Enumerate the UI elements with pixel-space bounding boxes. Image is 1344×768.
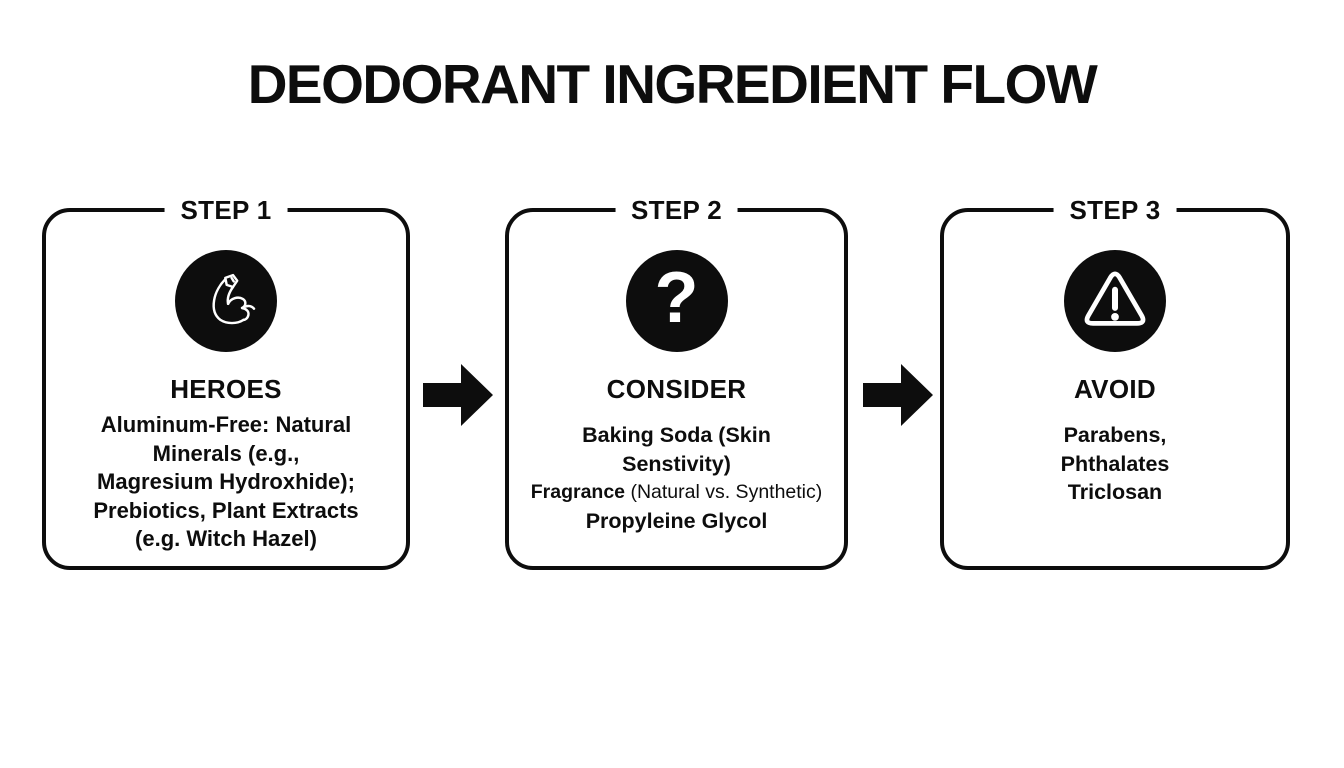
flow-arrow-icon <box>863 364 933 426</box>
body-line: Minerals (e.g., <box>152 440 300 466</box>
body-line: Parabens, <box>1063 423 1167 447</box>
flexed-bicep-icon <box>175 250 277 352</box>
fragrance-bold-text: Fragrance <box>530 481 626 503</box>
body-line: Phthalates <box>1060 451 1170 476</box>
body-line: Propyleine Glycol <box>585 508 768 533</box>
diagram-title: DEODORANT INGREDIENT FLOW <box>247 53 1098 115</box>
body-line: Baking Soda (Skin <box>582 423 771 447</box>
step-2-heading: CONSIDER <box>606 374 747 404</box>
step-card-consider: STEP 2 ? CONSIDER Baking Soda (Skin Sens… <box>505 193 848 570</box>
fragrance-regular-text: (Natural vs. Synthetic) <box>625 481 823 503</box>
question-glyph: ? <box>654 258 699 338</box>
step-1-label: STEP 1 <box>164 193 288 227</box>
question-mark-icon: ? <box>625 250 728 352</box>
step-3-body: Parabens, Phthalates Triclosan <box>1061 421 1170 507</box>
step-card-avoid: STEP 3 AVOID Parabens, Phthalates Triclo… <box>940 193 1290 570</box>
step-3-label: STEP 3 <box>1053 193 1177 227</box>
body-line: (e.g. Witch Hazel) <box>135 526 317 551</box>
body-line-mixed: Fragrance (Natural vs. Synthetic) <box>531 478 823 507</box>
flow-arrow-icon <box>423 364 493 426</box>
warning-triangle-icon <box>1064 250 1166 352</box>
step-3-heading: AVOID <box>1074 374 1156 404</box>
step-card-heroes: STEP 1 HEROES Aluminum-Free: Natural Min… <box>42 193 410 570</box>
body-line: Prebiotics, Plant Extracts <box>93 497 359 523</box>
step-2-body: Baking Soda (Skin Senstivity) Fragrance … <box>531 421 823 535</box>
body-line: Senstivity) <box>622 451 731 476</box>
body-line: Magresium Hydroxhide); <box>97 469 355 494</box>
body-line: Aluminum-Free: Natural <box>100 412 352 437</box>
step-2-label: STEP 2 <box>615 193 738 227</box>
body-line: Triclosan <box>1067 480 1163 504</box>
step-1-body: Aluminum-Free: Natural Minerals (e.g., M… <box>93 411 358 554</box>
step-1-heading: HEROES <box>170 374 282 404</box>
